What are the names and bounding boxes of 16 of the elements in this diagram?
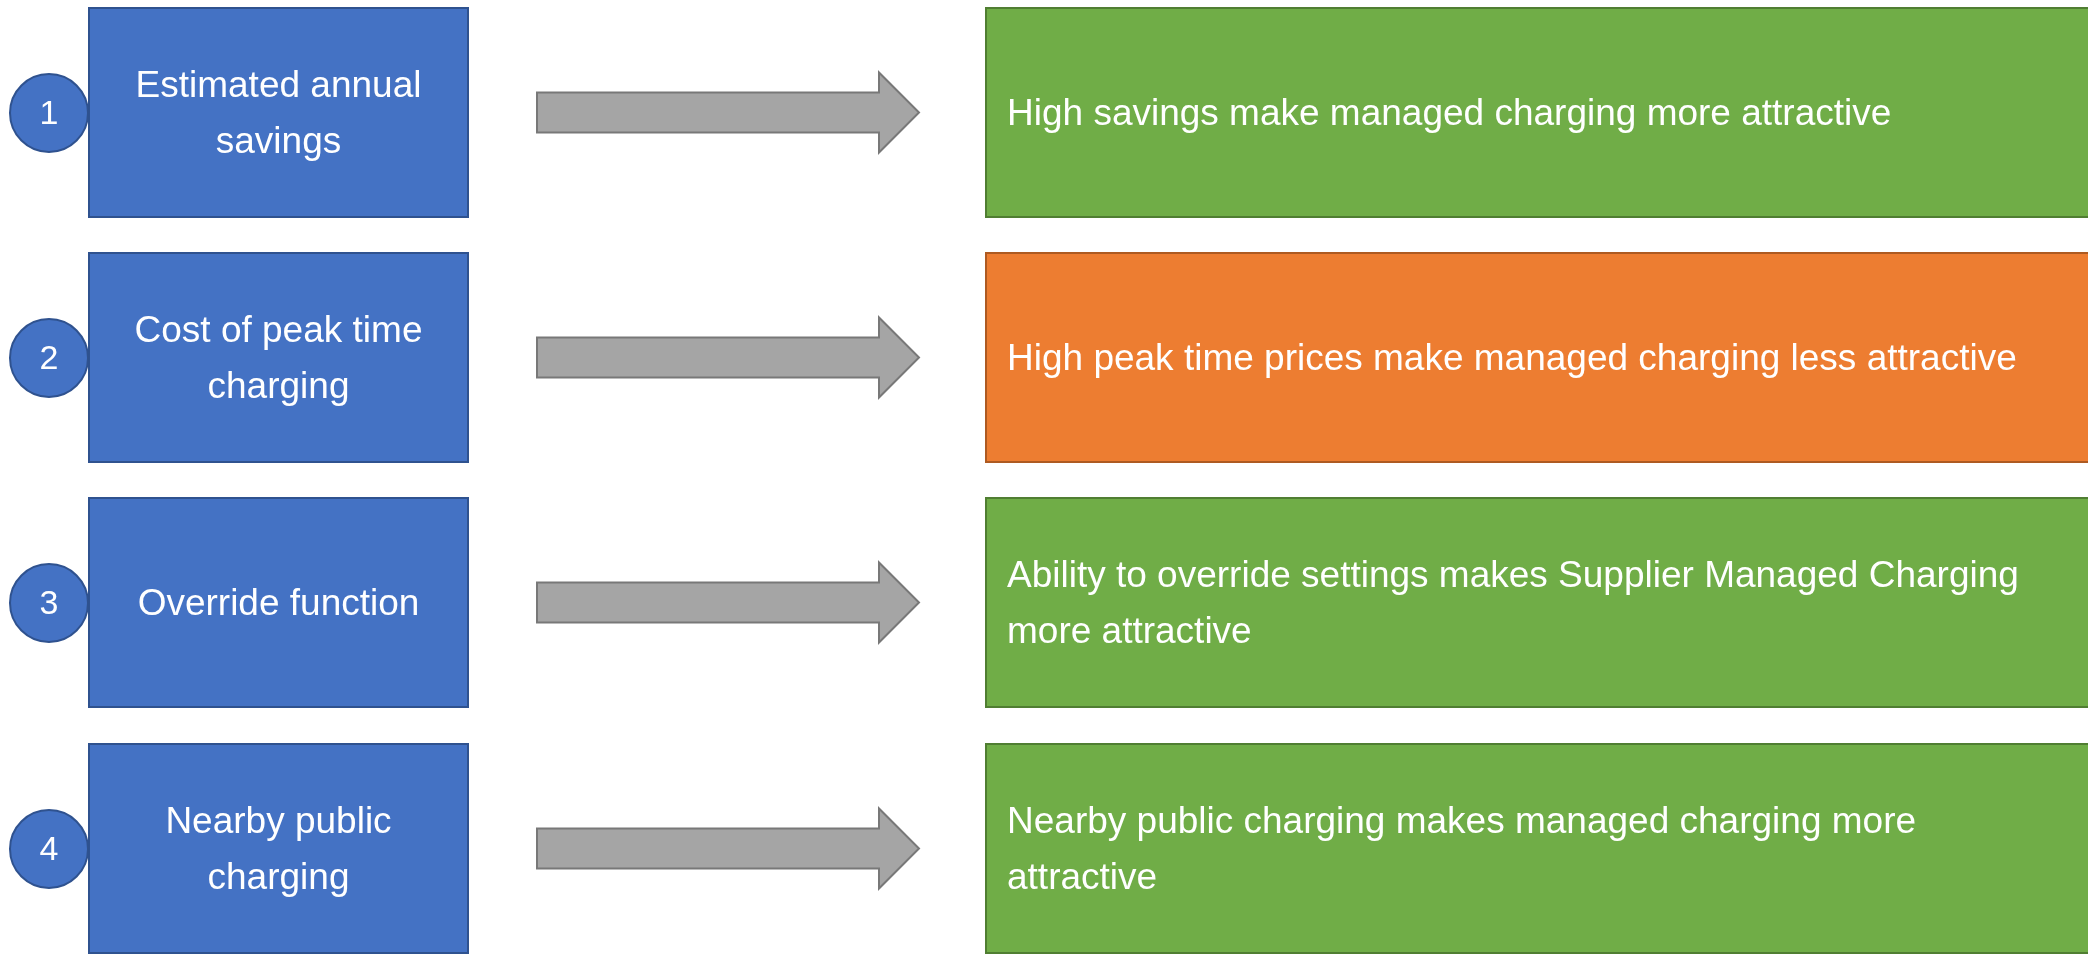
factor-box: Cost of peak time charging <box>88 252 469 463</box>
effect-box: High peak time prices make managed charging less attractive <box>985 252 2088 463</box>
factor-box: Estimated annual savings <box>88 7 469 218</box>
factor-box: Nearby public charging <box>88 743 469 954</box>
number-circle: 3 <box>9 562 89 643</box>
block-arrow <box>536 70 921 155</box>
block-arrow <box>536 806 921 891</box>
factor-box: Override function <box>88 497 469 708</box>
number-circle: 4 <box>9 808 89 889</box>
effect-box: Nearby public charging makes managed charging more attractive <box>985 743 2088 954</box>
block-arrow <box>536 560 921 645</box>
block-arrow <box>536 315 921 400</box>
number-circle: 1 <box>9 72 89 153</box>
effect-box: Ability to override settings makes Supplier Managed Charging more attractive <box>985 497 2088 708</box>
number-circle: 2 <box>9 317 89 398</box>
effect-box: High savings make managed charging more attractive <box>985 7 2088 218</box>
